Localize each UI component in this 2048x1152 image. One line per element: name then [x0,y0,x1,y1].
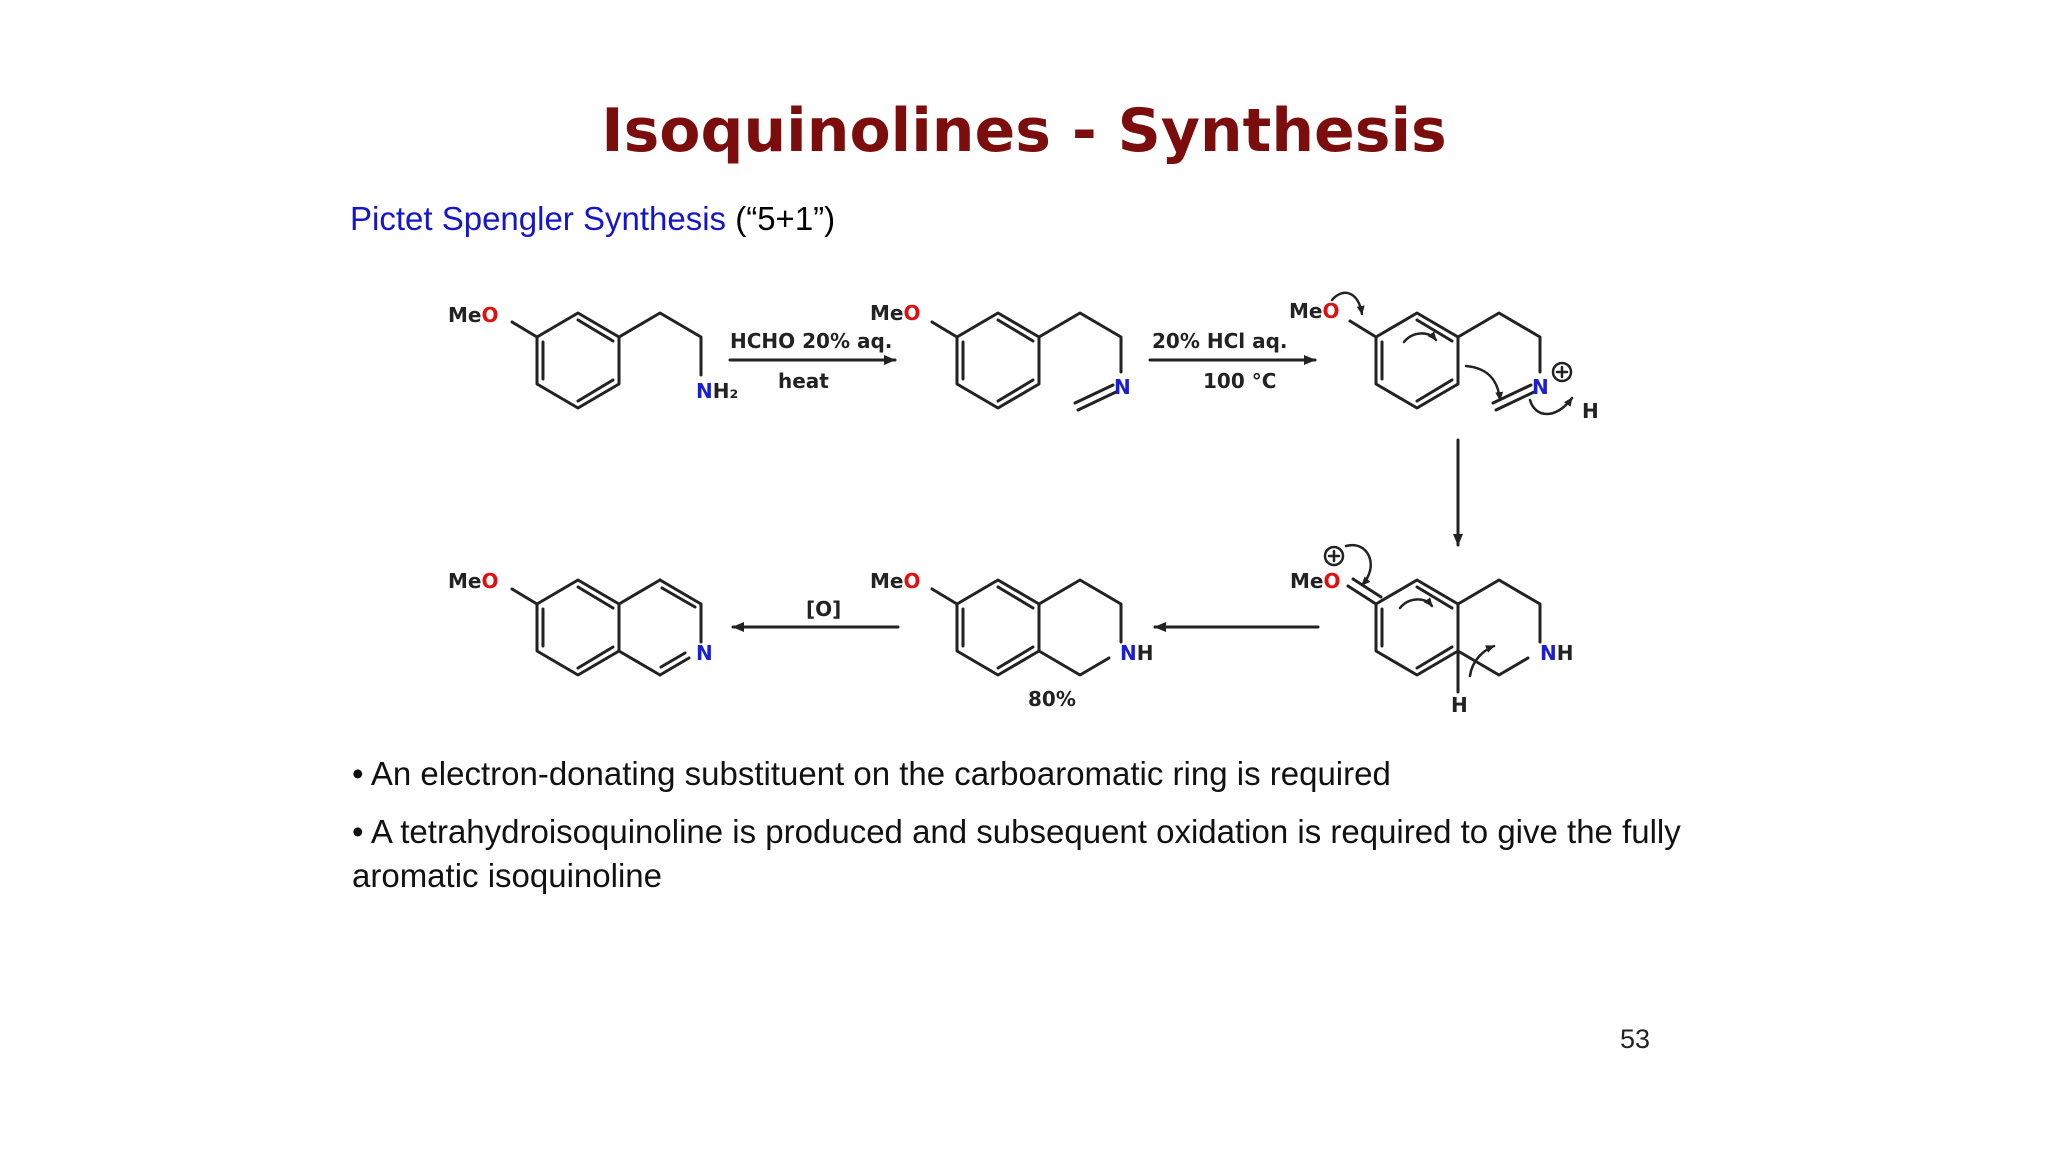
svg-text:MeO: MeO [870,301,920,325]
step2-reagent: 20% HCl aq. [1152,329,1287,353]
svg-text:MeO: MeO [448,303,498,327]
svg-text:MeO: MeO [870,569,920,593]
molecule-imine [930,311,1123,412]
molecule-tetrahydroisoquinoline [930,578,1123,677]
bullet-list: • An electron-donating substituent on th… [352,752,1752,912]
step2-condition: 100 °C [1203,369,1276,393]
svg-text:MeO: MeO [448,569,498,593]
bullet-item: • An electron-donating substituent on th… [352,755,1391,792]
yield-label: 80% [1028,687,1076,711]
molecule-amine [510,311,703,410]
svg-text:N: N [696,641,713,665]
svg-text:N: N [1532,375,1549,399]
page-number: 53 [1620,1024,1651,1054]
svg-text:NH: NH [1120,641,1154,665]
step1-condition: heat [778,369,829,393]
step1-reagent: HCHO 20% aq. [730,329,892,353]
synthesis-name: Pictet Spengler Synthesis [350,200,727,237]
molecule-cyclized-intermediate [1323,545,1542,694]
slide-title: Isoquinolines - Synthesis [601,96,1447,166]
svg-text:MeO: MeO [1289,299,1339,323]
svg-text:H: H [1582,399,1599,423]
molecule-isoquinoline [510,578,703,677]
svg-text:N: N [1114,375,1131,399]
svg-text:NH: NH [1540,641,1574,665]
svg-text:MeO: MeO [1290,569,1340,593]
mechanism-arrows [1330,291,1574,678]
slide-subtitle: Pictet Spengler Synthesis (“5+1”) [350,200,835,238]
step3-reagent: [O] [806,597,841,621]
atom-labels: MeO NH₂ MeO N MeO N H MeO NH H MeO NH Me… [448,299,1599,717]
svg-text:NH₂: NH₂ [696,379,738,403]
synthesis-note: (“5+1”) [735,200,836,237]
bullet-item: • A tetrahydroisoquinoline is produced a… [352,813,1681,894]
svg-text:H: H [1451,693,1468,717]
